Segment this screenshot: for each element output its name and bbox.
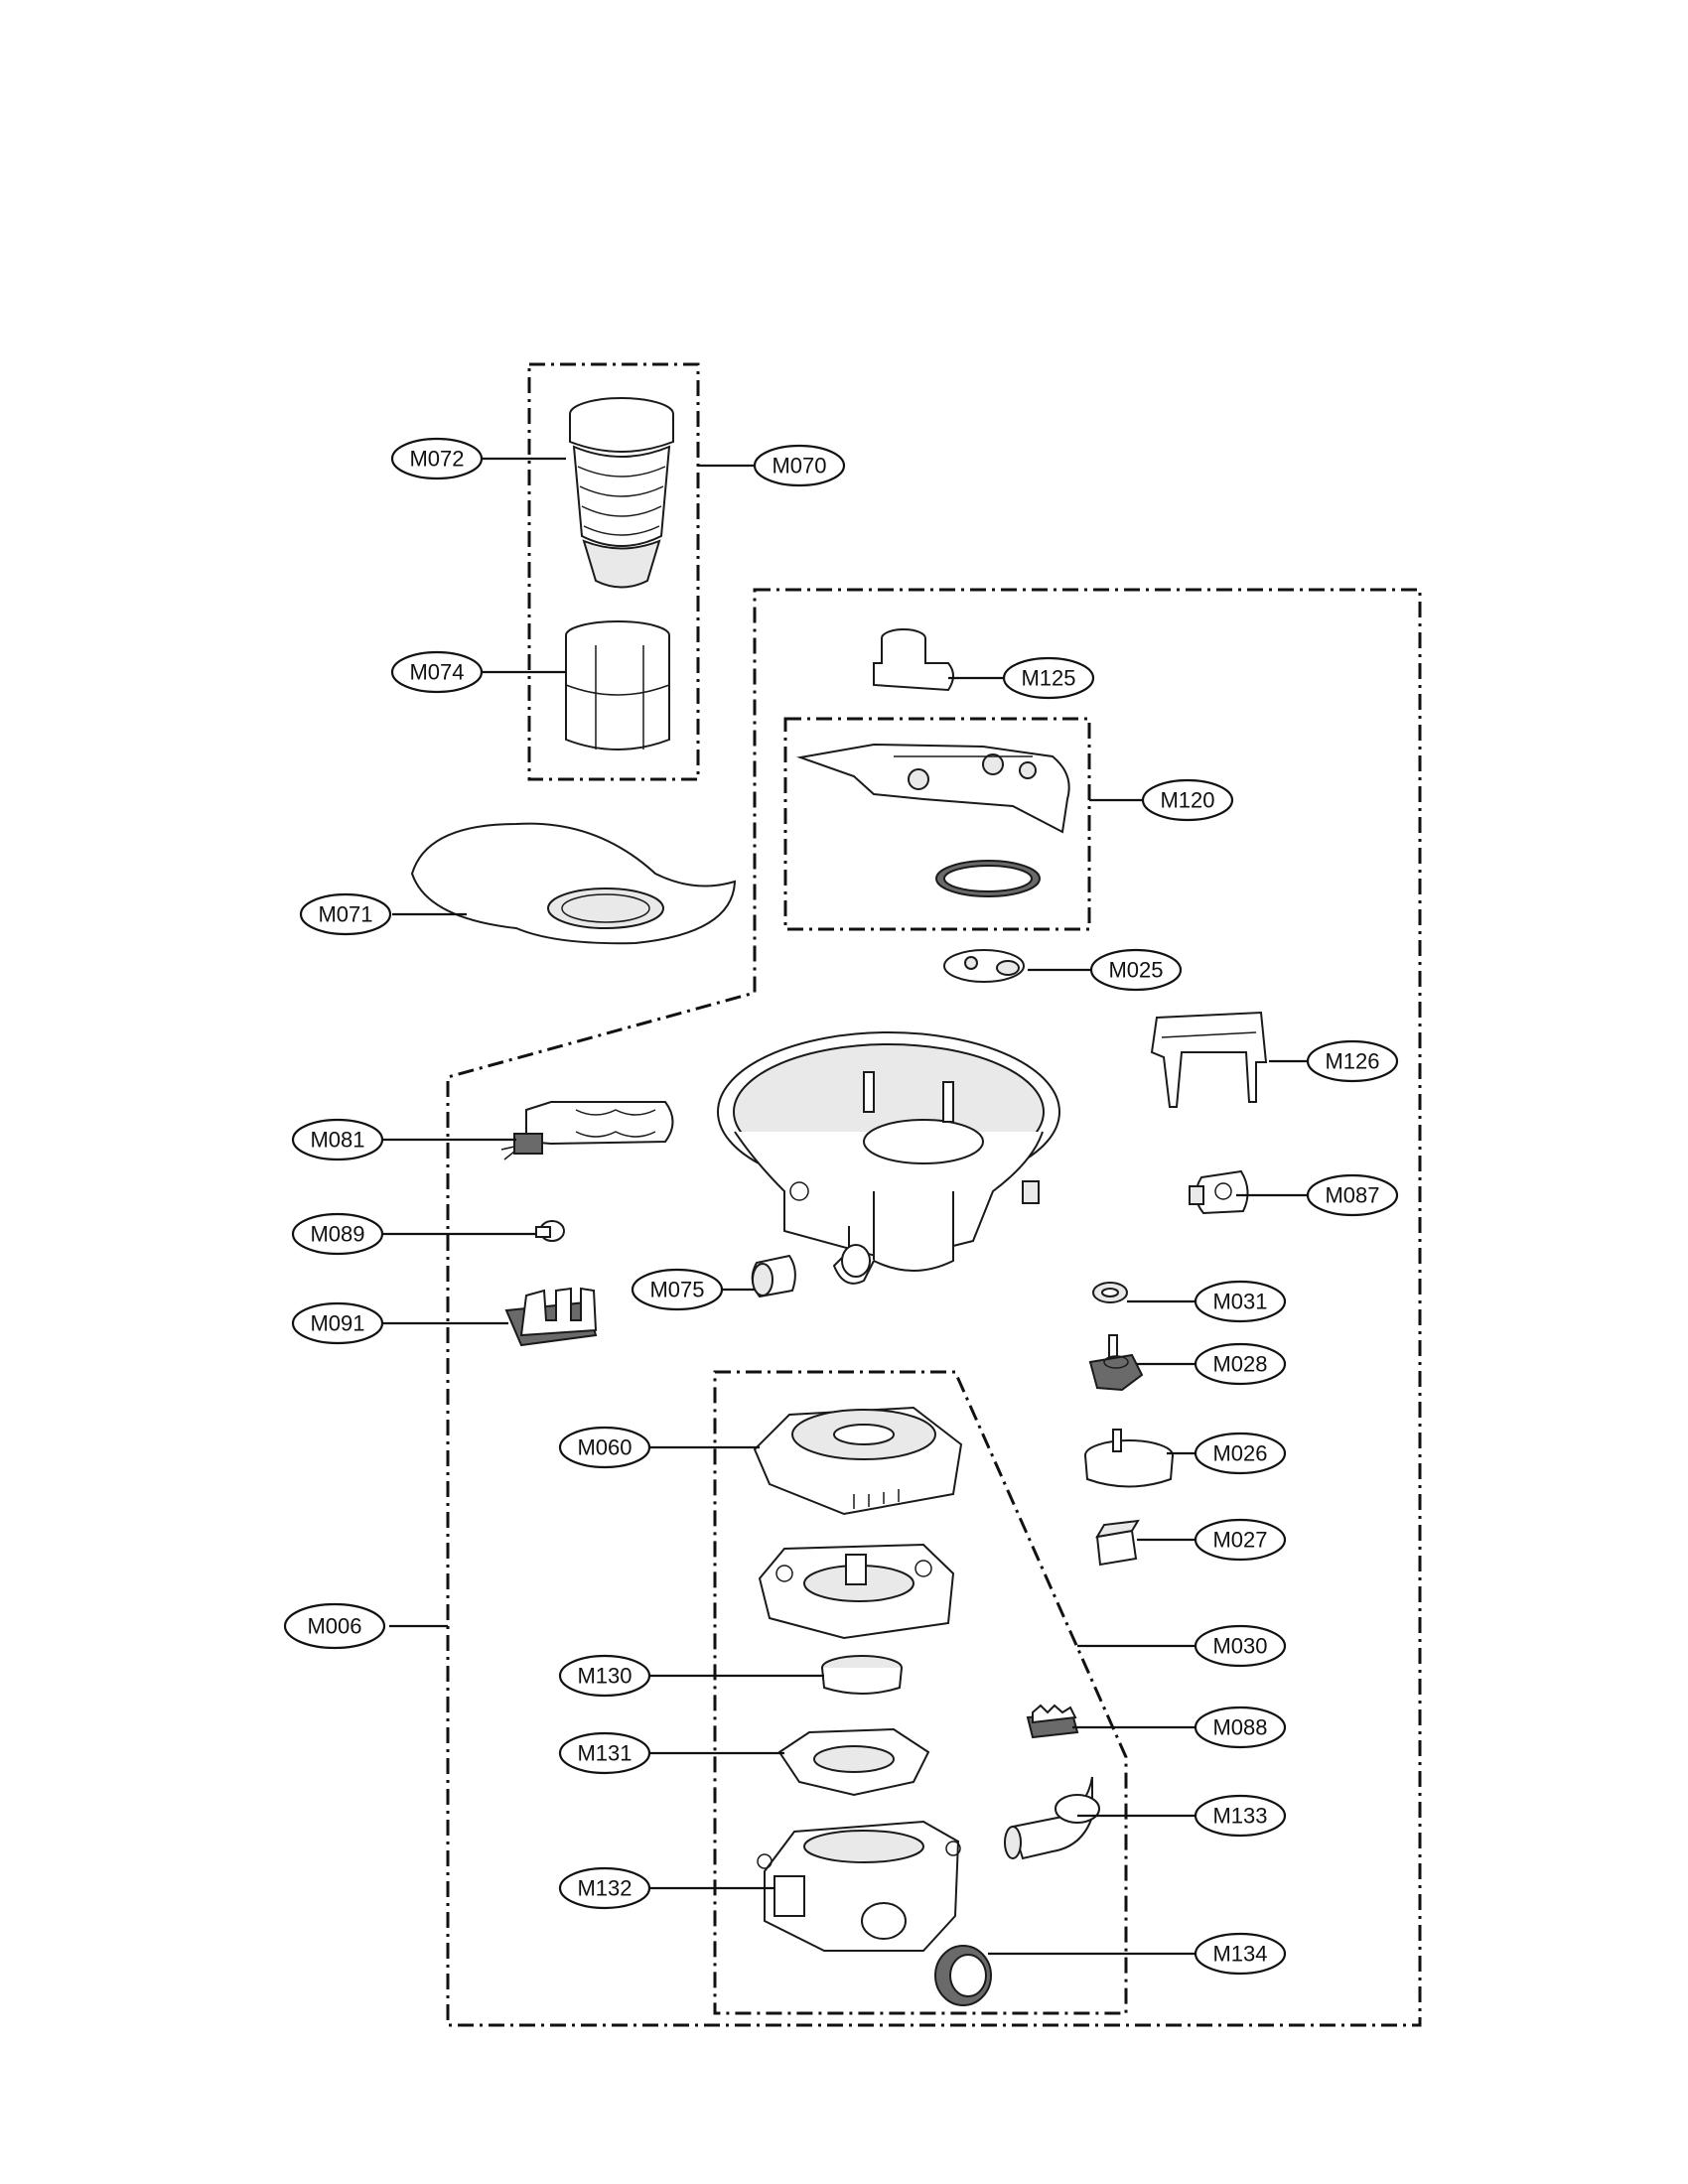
callout-m120: M120 [1141, 778, 1234, 822]
callout-m088: M088 [1194, 1706, 1287, 1749]
callout-label: M070 [772, 454, 826, 478]
callout-label: M088 [1212, 1715, 1267, 1740]
callout-label: M126 [1325, 1049, 1379, 1074]
callout-m070: M070 [753, 444, 846, 487]
callout-m081: M081 [291, 1118, 384, 1161]
callout-label: M091 [310, 1311, 364, 1336]
callout-label: M130 [577, 1664, 632, 1689]
callout-label: M060 [577, 1435, 632, 1460]
callout-label: M125 [1021, 666, 1075, 691]
callout-m125: M125 [1002, 656, 1095, 700]
callout-m132: M132 [558, 1866, 651, 1910]
callout-m126: M126 [1306, 1039, 1399, 1083]
callout-label: M006 [307, 1614, 361, 1639]
callout-label: M030 [1212, 1634, 1267, 1659]
callout-m028: M028 [1194, 1342, 1287, 1386]
callout-m026: M026 [1194, 1432, 1287, 1475]
fitting-part [535, 1220, 565, 1242]
callout-label: M025 [1108, 958, 1163, 983]
callout-label: M133 [1212, 1804, 1267, 1829]
pump-housing-part [757, 1820, 961, 1952]
heater-part [500, 1101, 674, 1160]
check-valve-part [751, 1254, 796, 1298]
callout-label: M071 [318, 902, 372, 927]
bracket-part [1150, 1011, 1268, 1108]
callout-label: M081 [310, 1128, 364, 1153]
callout-m072: M072 [390, 437, 484, 480]
clip-part [504, 1287, 598, 1347]
leader-lines [377, 457, 1311, 1956]
callout-m133: M133 [1194, 1794, 1287, 1838]
callout-m089: M089 [291, 1212, 384, 1256]
callout-label: M027 [1212, 1528, 1267, 1553]
pump-group-boundary [713, 1370, 1128, 2015]
gasket-plate-part [943, 949, 1025, 983]
callout-label: M074 [409, 660, 464, 685]
callout-label: M089 [310, 1222, 364, 1247]
callout-m025: M025 [1089, 948, 1183, 992]
callout-label: M028 [1212, 1352, 1267, 1377]
callout-m071: M071 [299, 892, 392, 936]
filter-assembly-part [569, 397, 674, 589]
callout-m091: M091 [291, 1301, 384, 1345]
callout-label: M134 [1212, 1942, 1267, 1967]
callout-m130: M130 [558, 1654, 651, 1698]
ring-seal-part [934, 1945, 992, 2006]
callout-m075: M075 [631, 1268, 724, 1311]
washer-part [1092, 1282, 1128, 1303]
callout-m060: M060 [558, 1426, 651, 1469]
callout-m027: M027 [1194, 1518, 1287, 1562]
filter-group-boundary [527, 362, 700, 781]
callout-m074: M074 [390, 650, 484, 694]
fine-filter-part [565, 620, 670, 751]
spray-arm-part [796, 743, 1070, 897]
callout-m031: M031 [1194, 1280, 1287, 1323]
seal-plate-part [777, 1727, 930, 1797]
callout-label: M132 [577, 1876, 632, 1901]
pump-body-part [758, 1543, 955, 1640]
callout-label: M072 [409, 447, 464, 472]
callout-m006: M006 [283, 1602, 386, 1650]
callout-label: M026 [1212, 1441, 1267, 1466]
callout-label: M087 [1325, 1183, 1379, 1208]
callout-m131: M131 [558, 1731, 651, 1775]
filter-tray-part [410, 822, 737, 945]
clamp-part [1026, 1704, 1079, 1739]
callout-m134: M134 [1194, 1932, 1287, 1976]
callout-label: M031 [1212, 1290, 1267, 1314]
impeller-part [821, 1655, 903, 1695]
elbow-hose-part [1004, 1776, 1100, 1860]
block-part [1095, 1519, 1140, 1567]
spray-arm-group-boundary [783, 717, 1091, 931]
sensor-part [1189, 1169, 1249, 1215]
callout-label: M120 [1160, 788, 1214, 813]
callout-m030: M030 [1194, 1624, 1287, 1668]
callout-label: M131 [577, 1741, 632, 1766]
spray-connector-part [873, 628, 954, 692]
callout-label: M075 [649, 1278, 704, 1302]
sump-housing-part [717, 1031, 1060, 1285]
pump-motor-part [753, 1406, 963, 1516]
small-motor-part [1084, 1429, 1174, 1488]
valve-part [1088, 1334, 1144, 1392]
callout-m087: M087 [1306, 1173, 1399, 1217]
